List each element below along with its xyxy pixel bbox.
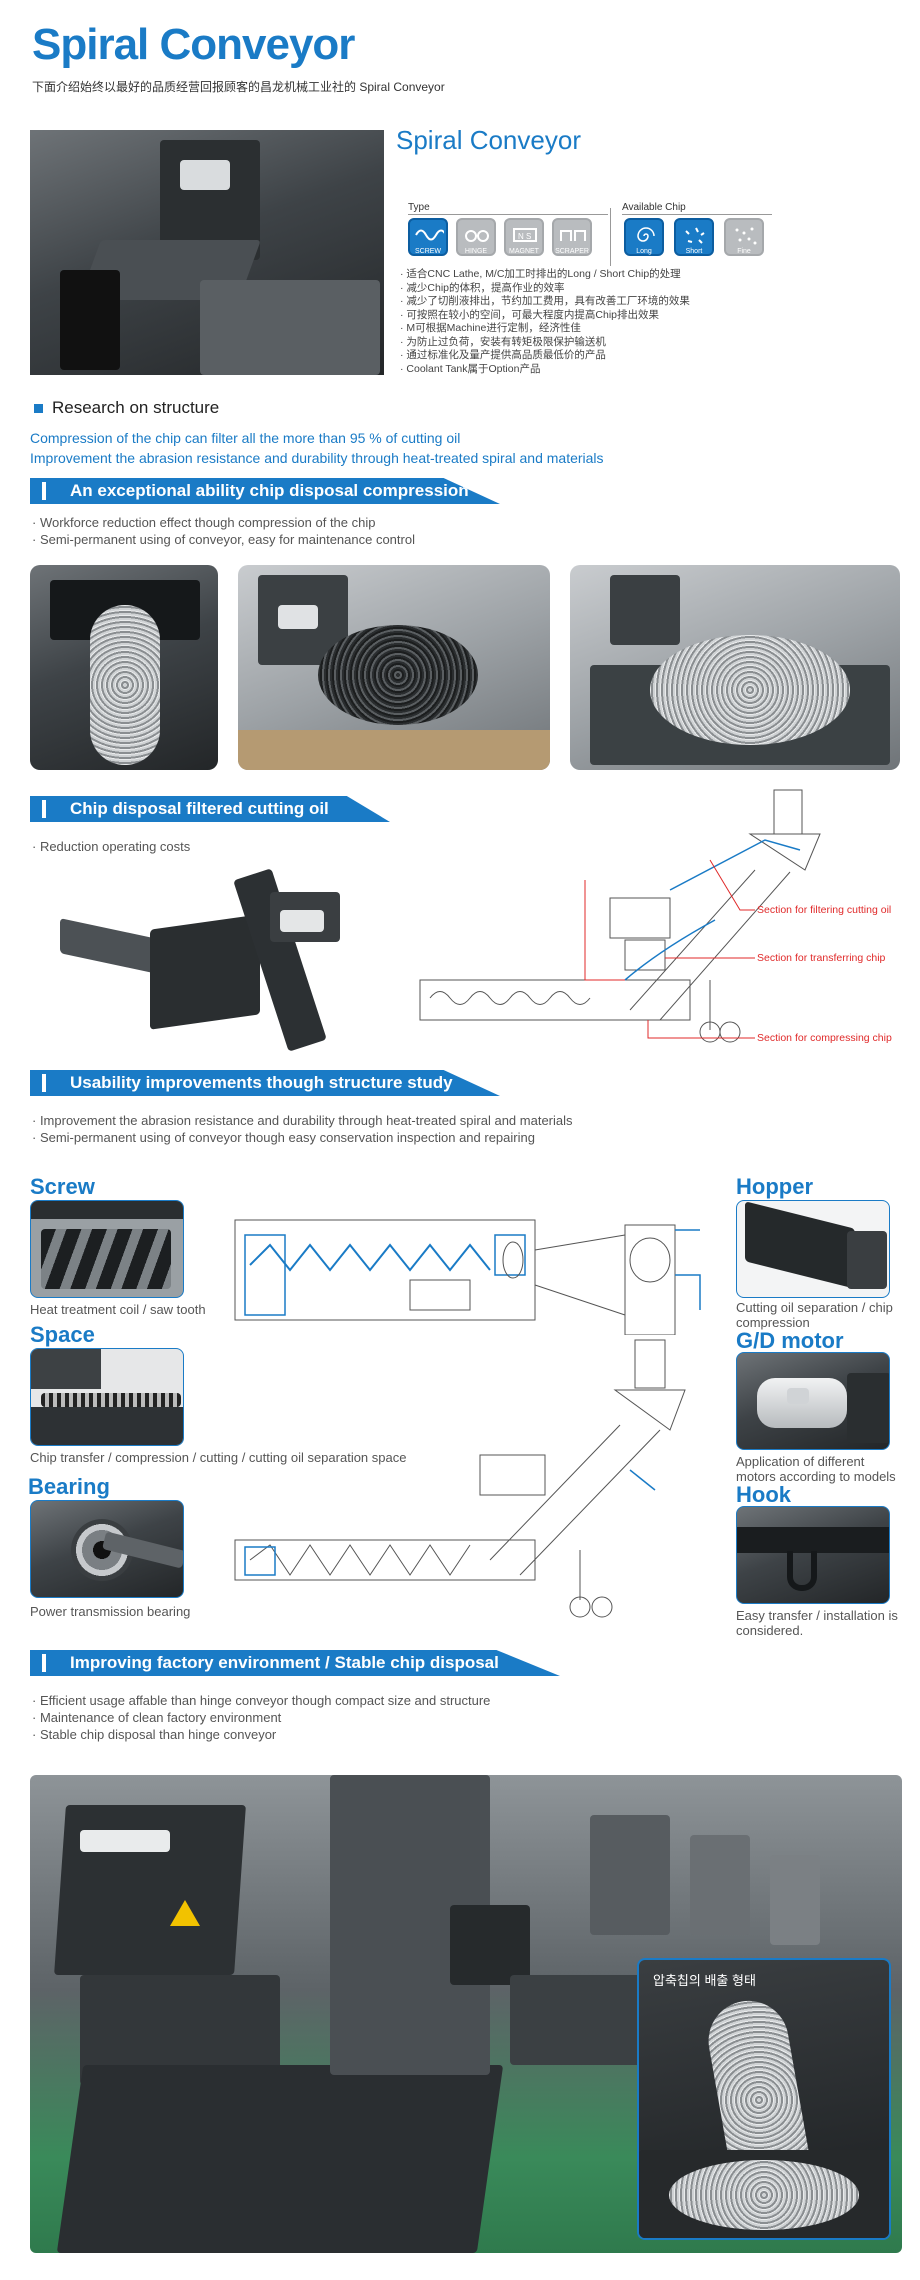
section1-bullets: · Workforce reduction effect though comp… bbox=[32, 515, 415, 547]
gd-motor-heading: G/D motor bbox=[736, 1328, 844, 1353]
short-chip-icon: Short bbox=[674, 218, 714, 256]
screw-icon: SCREW bbox=[408, 218, 448, 256]
square-bullet-icon bbox=[34, 404, 43, 413]
gd-motor-photo bbox=[736, 1352, 890, 1450]
conveyor-side-diagram-2 bbox=[234, 1339, 686, 1618]
chip-photo-2 bbox=[238, 565, 550, 770]
bearing-heading: Bearing bbox=[28, 1474, 110, 1499]
hopper-heading: Hopper bbox=[736, 1174, 813, 1199]
product-title: Spiral Conveyor bbox=[396, 125, 581, 155]
section2-banner: Chip disposal filtered cutting oil bbox=[30, 796, 390, 822]
research-text: Compression of the chip can filter all t… bbox=[30, 430, 604, 466]
research-heading: Research on structure bbox=[52, 398, 220, 417]
conveyor-render bbox=[30, 862, 370, 1052]
hopper-photo bbox=[736, 1200, 890, 1298]
space-heading: Space bbox=[30, 1322, 95, 1347]
label-filtering: Section for filtering cutting oil bbox=[757, 904, 892, 916]
bearing-caption: Power transmission bearing bbox=[30, 1604, 191, 1619]
page-subtitle: 下面介绍始终以最好的品质经营回报顾客的昌龙机械工业社的 Spiral Conve… bbox=[32, 80, 445, 94]
conveyor-side-diagram bbox=[419, 789, 821, 1043]
svg-text:N S: N S bbox=[518, 232, 531, 241]
hinge-icon: HINGE bbox=[456, 218, 496, 256]
section4-bullets: · Efficient usage affable than hinge con… bbox=[32, 1693, 491, 1742]
hopper-caption: Cutting oil separation / chip compressio… bbox=[736, 1300, 893, 1330]
space-caption: Chip transfer / compression / cutting / … bbox=[30, 1450, 407, 1465]
label-compressing: Section for compressing chip bbox=[757, 1032, 892, 1044]
fine-chip-icon: Fine bbox=[724, 218, 764, 256]
hook-photo bbox=[736, 1506, 890, 1604]
section3-bullets: · Improvement the abrasion resistance an… bbox=[32, 1113, 573, 1145]
scraper-icon: SCRAPER bbox=[552, 218, 592, 256]
inset-caption: 압축칩의 배출 형태 bbox=[653, 1973, 756, 1988]
bearing-photo bbox=[30, 1500, 184, 1598]
magnet-icon: N S MAGNET bbox=[504, 218, 544, 256]
chip-label: Available Chip bbox=[622, 202, 686, 213]
page-title: Spiral Conveyor bbox=[32, 20, 355, 69]
conveyor-top-diagram bbox=[234, 1219, 701, 1335]
screw-heading: Screw bbox=[30, 1174, 95, 1199]
screw-photo bbox=[30, 1200, 184, 1298]
chip-photo-1 bbox=[30, 565, 218, 770]
intro-bullets: · 适合CNC Lathe, M/C加工时排出的Long / Short Chi… bbox=[400, 268, 690, 375]
section2-bullets: · Reduction operating costs bbox=[32, 839, 191, 854]
section3-banner: Usability improvements though structure … bbox=[30, 1070, 500, 1096]
label-transferring: Section for transferring chip bbox=[757, 952, 886, 964]
hook-heading: Hook bbox=[736, 1482, 791, 1507]
hook-caption: Easy transfer / installation is consider… bbox=[736, 1608, 898, 1638]
type-label: Type bbox=[408, 202, 430, 213]
long-chip-icon: Long bbox=[624, 218, 664, 256]
section4-banner: Improving factory environment / Stable c… bbox=[30, 1650, 560, 1676]
intro-photo bbox=[30, 130, 384, 375]
section1-banner: An exceptional ability chip disposal com… bbox=[30, 478, 500, 504]
gd-motor-caption: Application of different motors accordin… bbox=[736, 1454, 896, 1484]
screw-caption: Heat treatment coil / saw tooth bbox=[30, 1302, 206, 1317]
space-photo bbox=[30, 1348, 184, 1446]
inset-photo: 압축칩의 배출 형태 bbox=[637, 1958, 891, 2240]
chip-photo-3 bbox=[570, 565, 900, 770]
